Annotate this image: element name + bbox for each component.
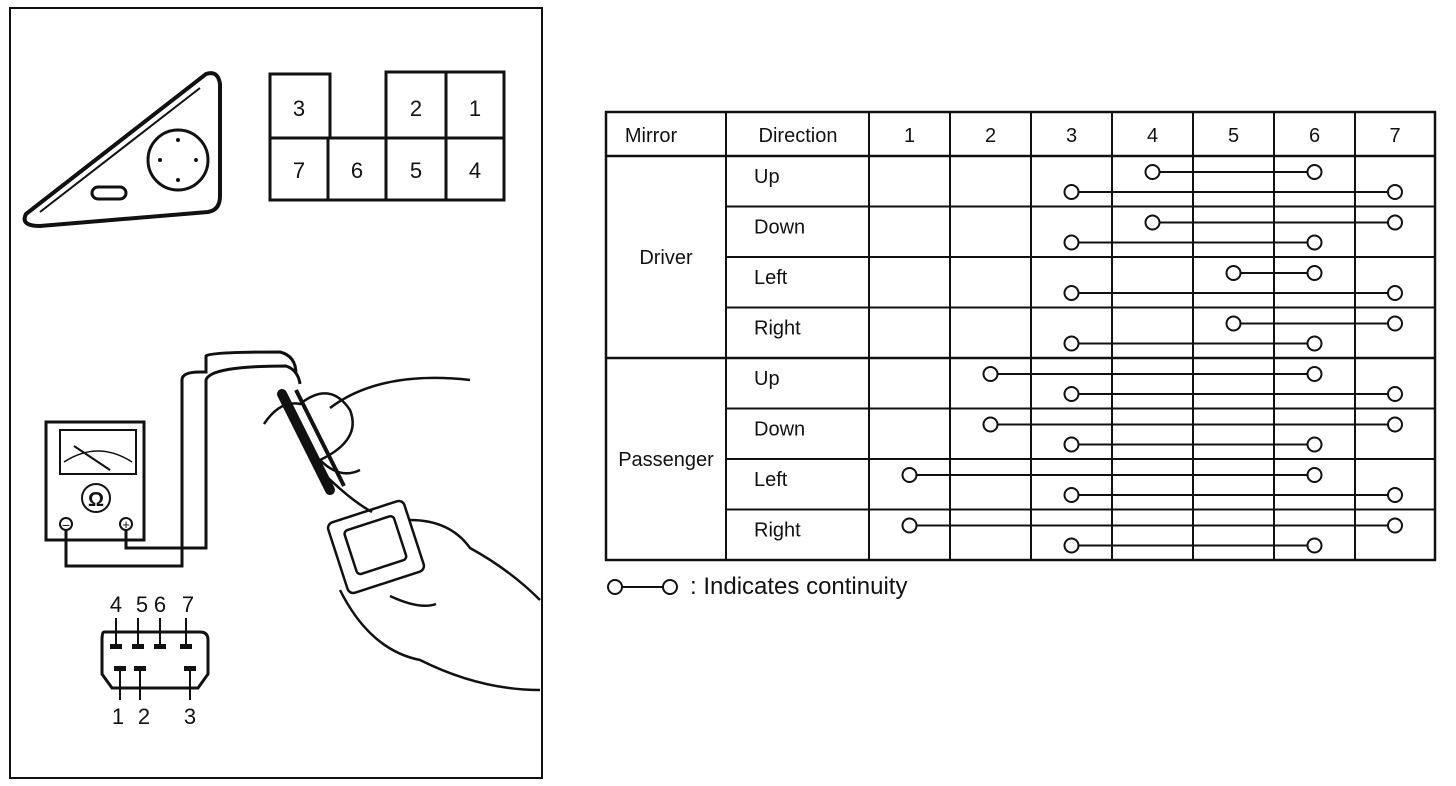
- continuity-node: [1063, 487, 1080, 503]
- direction-label: Left: [754, 267, 788, 289]
- connector-cell: 1: [469, 96, 481, 121]
- direction-label: Left: [754, 469, 788, 491]
- direction-label: Right: [754, 318, 801, 340]
- continuity-node: [901, 467, 918, 483]
- ohm-symbol: Ω: [88, 489, 104, 511]
- direction-label: Up: [754, 166, 780, 188]
- header-direction: Direction: [759, 125, 838, 147]
- pin-label: 3: [184, 704, 196, 729]
- terminal-header: 7: [1389, 125, 1400, 147]
- row-labels: DriverUpDownLeftRightPassengerUpDownLeft…: [618, 166, 805, 542]
- connector-cell: 6: [351, 158, 363, 183]
- continuity-node: [1306, 335, 1323, 352]
- pin-label: 4: [110, 592, 122, 617]
- continuity-node: [1387, 315, 1403, 332]
- pin-label: 2: [138, 704, 150, 729]
- continuity-node: [1225, 265, 1242, 281]
- continuity-node: [1306, 537, 1323, 554]
- direction-label: Right: [754, 520, 801, 542]
- terminal-header: 4: [1147, 125, 1158, 147]
- connector-cell: 2: [410, 96, 422, 121]
- continuity-node: [1387, 285, 1403, 301]
- connector-cell: 4: [469, 158, 481, 183]
- continuity-node: [1063, 285, 1080, 301]
- continuity-node: [1306, 265, 1323, 281]
- continuity-node: [1387, 487, 1403, 503]
- continuity-node: [1306, 436, 1323, 453]
- mirror-switch-housing: [22, 71, 222, 229]
- connector-plug: 4 5 6 7 1 2 3: [100, 592, 210, 729]
- direction-label: Down: [754, 217, 805, 239]
- terminal-header: 2: [985, 125, 996, 147]
- continuity-node: [982, 366, 999, 382]
- continuity-symbol-icon: [607, 579, 678, 595]
- illustration-frame: [9, 7, 543, 779]
- terminal-header: 1: [904, 125, 915, 147]
- continuity-node: [1387, 214, 1403, 231]
- continuity-node: [1063, 436, 1080, 453]
- terminal-header: 5: [1228, 125, 1239, 147]
- continuity-node: [1387, 386, 1403, 402]
- meter-needle-icon: [73, 445, 111, 471]
- legend-text: : Indicates continuity: [690, 573, 908, 600]
- meter-dial-icon: [59, 429, 137, 475]
- connector-cell: 3: [293, 96, 305, 121]
- pin-label: 1: [112, 704, 124, 729]
- continuity-node: [1387, 416, 1403, 433]
- connector-cell: 5: [410, 158, 422, 183]
- continuity-node: [1306, 366, 1323, 382]
- continuity-node: [982, 416, 999, 433]
- switch-connector-icon: [326, 499, 426, 595]
- legend: : Indicates continuity: [606, 572, 907, 602]
- ohmmeter: Ω − +: [44, 420, 146, 542]
- direction-label: Up: [754, 368, 780, 390]
- continuity-node: [1306, 467, 1323, 483]
- continuity-node: [1063, 335, 1080, 352]
- connector-layout: 3 2 1 7 6 5 4: [268, 70, 506, 202]
- continuity-node: [901, 517, 918, 534]
- table-border: [604, 110, 1437, 562]
- hand-with-probe: [262, 376, 541, 692]
- terminal-header: 6: [1309, 125, 1320, 147]
- mirror-label: Passenger: [618, 449, 714, 471]
- pin-label: 5: [136, 592, 148, 617]
- selector-slider-icon: [90, 185, 128, 201]
- terminal-headers: 1 2 3 4 5 6 7: [904, 125, 1401, 147]
- header-mirror: Mirror: [625, 125, 678, 147]
- continuity-node: [1144, 164, 1161, 180]
- connector-cell: 7: [293, 158, 305, 183]
- pin-label: 7: [182, 592, 194, 617]
- continuity-node: [1225, 315, 1242, 332]
- mirror-label: Driver: [639, 247, 693, 269]
- positive-terminal-icon: +: [122, 517, 130, 532]
- continuity-node: [1387, 517, 1403, 534]
- continuity-node: [1306, 234, 1323, 251]
- continuity-node: [1144, 214, 1161, 231]
- continuity-node: [1306, 164, 1323, 180]
- mirror-knob-icon: [146, 128, 210, 192]
- test-leads: [64, 350, 302, 568]
- pin-label: 6: [154, 592, 166, 617]
- continuity-node: [1387, 184, 1403, 200]
- continuity-node: [1063, 184, 1080, 200]
- continuity-node: [1063, 386, 1080, 402]
- continuity-links: [901, 164, 1403, 554]
- direction-label: Down: [754, 419, 805, 441]
- terminal-header: 3: [1066, 125, 1077, 147]
- continuity-node: [1063, 234, 1080, 251]
- continuity-node: [1063, 537, 1080, 554]
- table-grid: [604, 110, 1437, 562]
- negative-terminal-icon: −: [62, 517, 70, 533]
